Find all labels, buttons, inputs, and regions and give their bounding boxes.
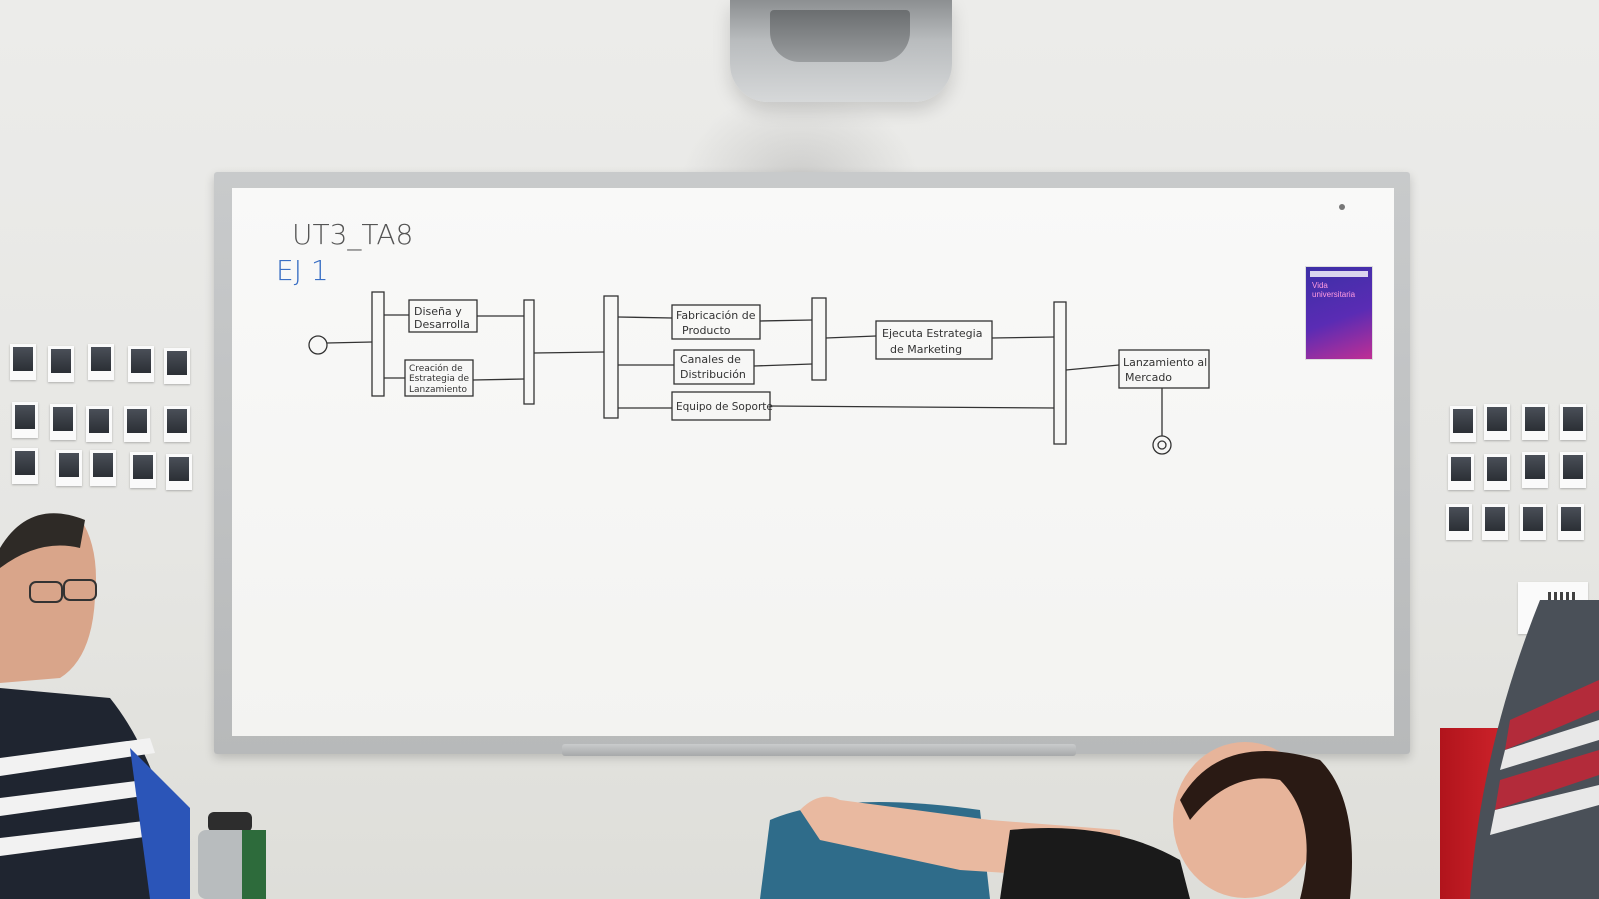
node-lanzamiento-line1: Lanzamiento al xyxy=(1123,356,1207,369)
photo xyxy=(1482,504,1508,540)
diagram-labels: Diseña y Desarrolla Creación de Estrateg… xyxy=(409,305,1207,413)
node-canales-line2: Distribución xyxy=(680,368,746,381)
photo xyxy=(10,344,36,380)
board-screw-right xyxy=(1339,204,1345,210)
photo xyxy=(1560,452,1586,488)
join-bar-2 xyxy=(811,297,827,381)
photo xyxy=(1522,404,1548,440)
node-creacion-line1: Creación de xyxy=(409,363,463,374)
poster-header xyxy=(1310,271,1368,277)
poster-title: Vida universitaria xyxy=(1312,281,1356,299)
node-ejecuta-line1: Ejecuta Estrategia xyxy=(882,327,982,340)
photo xyxy=(48,346,74,382)
photo xyxy=(86,406,112,442)
node-equipo-label: Equipo de Soporte xyxy=(676,401,773,413)
photo xyxy=(1558,504,1584,540)
photo xyxy=(1484,404,1510,440)
fork-bar-1 xyxy=(371,291,385,397)
node-canales xyxy=(673,349,755,385)
photo xyxy=(1448,454,1474,490)
photo xyxy=(128,346,154,382)
fork-bar-2 xyxy=(603,295,619,419)
photo xyxy=(164,348,190,384)
node-creacion-line2: Estrategia de xyxy=(409,374,469,384)
node-fabricacion xyxy=(671,304,761,340)
photo xyxy=(90,450,116,486)
projector-lens xyxy=(770,10,910,62)
node-lanzamiento-line2: Mercado xyxy=(1125,371,1172,384)
photo xyxy=(1446,504,1472,540)
node-creacion-line3: Lanzamiento xyxy=(409,385,468,395)
join-bar-1 xyxy=(523,299,535,405)
node-fabricacion-line2: Producto xyxy=(682,324,731,337)
node-disena-line2: Desarrolla xyxy=(414,318,470,331)
person-left xyxy=(0,513,190,899)
photo xyxy=(166,454,192,490)
photo xyxy=(1484,454,1510,490)
photo xyxy=(130,452,156,488)
node-disena-line1: Diseña y xyxy=(414,305,462,318)
board-title: UT3_TA8 xyxy=(292,218,413,252)
thermos xyxy=(198,812,266,899)
node-ejecuta xyxy=(875,320,993,360)
marker-tray xyxy=(562,744,1076,756)
photo xyxy=(88,344,114,380)
diagram-lines xyxy=(308,291,1210,455)
board-subtitle: EJ 1 xyxy=(276,254,329,287)
photo xyxy=(1450,406,1476,442)
initial-node xyxy=(308,335,328,355)
poster: Vida universitaria xyxy=(1305,266,1373,360)
photo xyxy=(12,402,38,438)
ceiling-projector xyxy=(730,0,952,102)
node-ejecuta-line2: de Marketing xyxy=(890,343,962,356)
photo xyxy=(1522,452,1548,488)
whiteboard: UT3_TA8 EJ 1 xyxy=(232,188,1394,736)
node-lanzamiento xyxy=(1118,349,1210,389)
photo xyxy=(12,448,38,484)
photo xyxy=(56,450,82,486)
person-right xyxy=(1470,600,1599,899)
photo xyxy=(1560,404,1586,440)
person-bottom xyxy=(760,742,1352,899)
join-bar-3 xyxy=(1053,301,1067,445)
final-node-outer xyxy=(1152,435,1172,455)
photo xyxy=(1520,504,1546,540)
node-canales-line1: Canales de xyxy=(680,353,741,366)
photo xyxy=(164,406,190,442)
activity-diagram: UT3_TA8 EJ 1 xyxy=(276,204,1345,455)
photo xyxy=(124,406,150,442)
photo xyxy=(50,404,76,440)
node-fabricacion-line1: Fabricación de xyxy=(676,309,756,322)
node-creacion xyxy=(404,359,474,397)
final-node-inner xyxy=(1157,440,1167,450)
